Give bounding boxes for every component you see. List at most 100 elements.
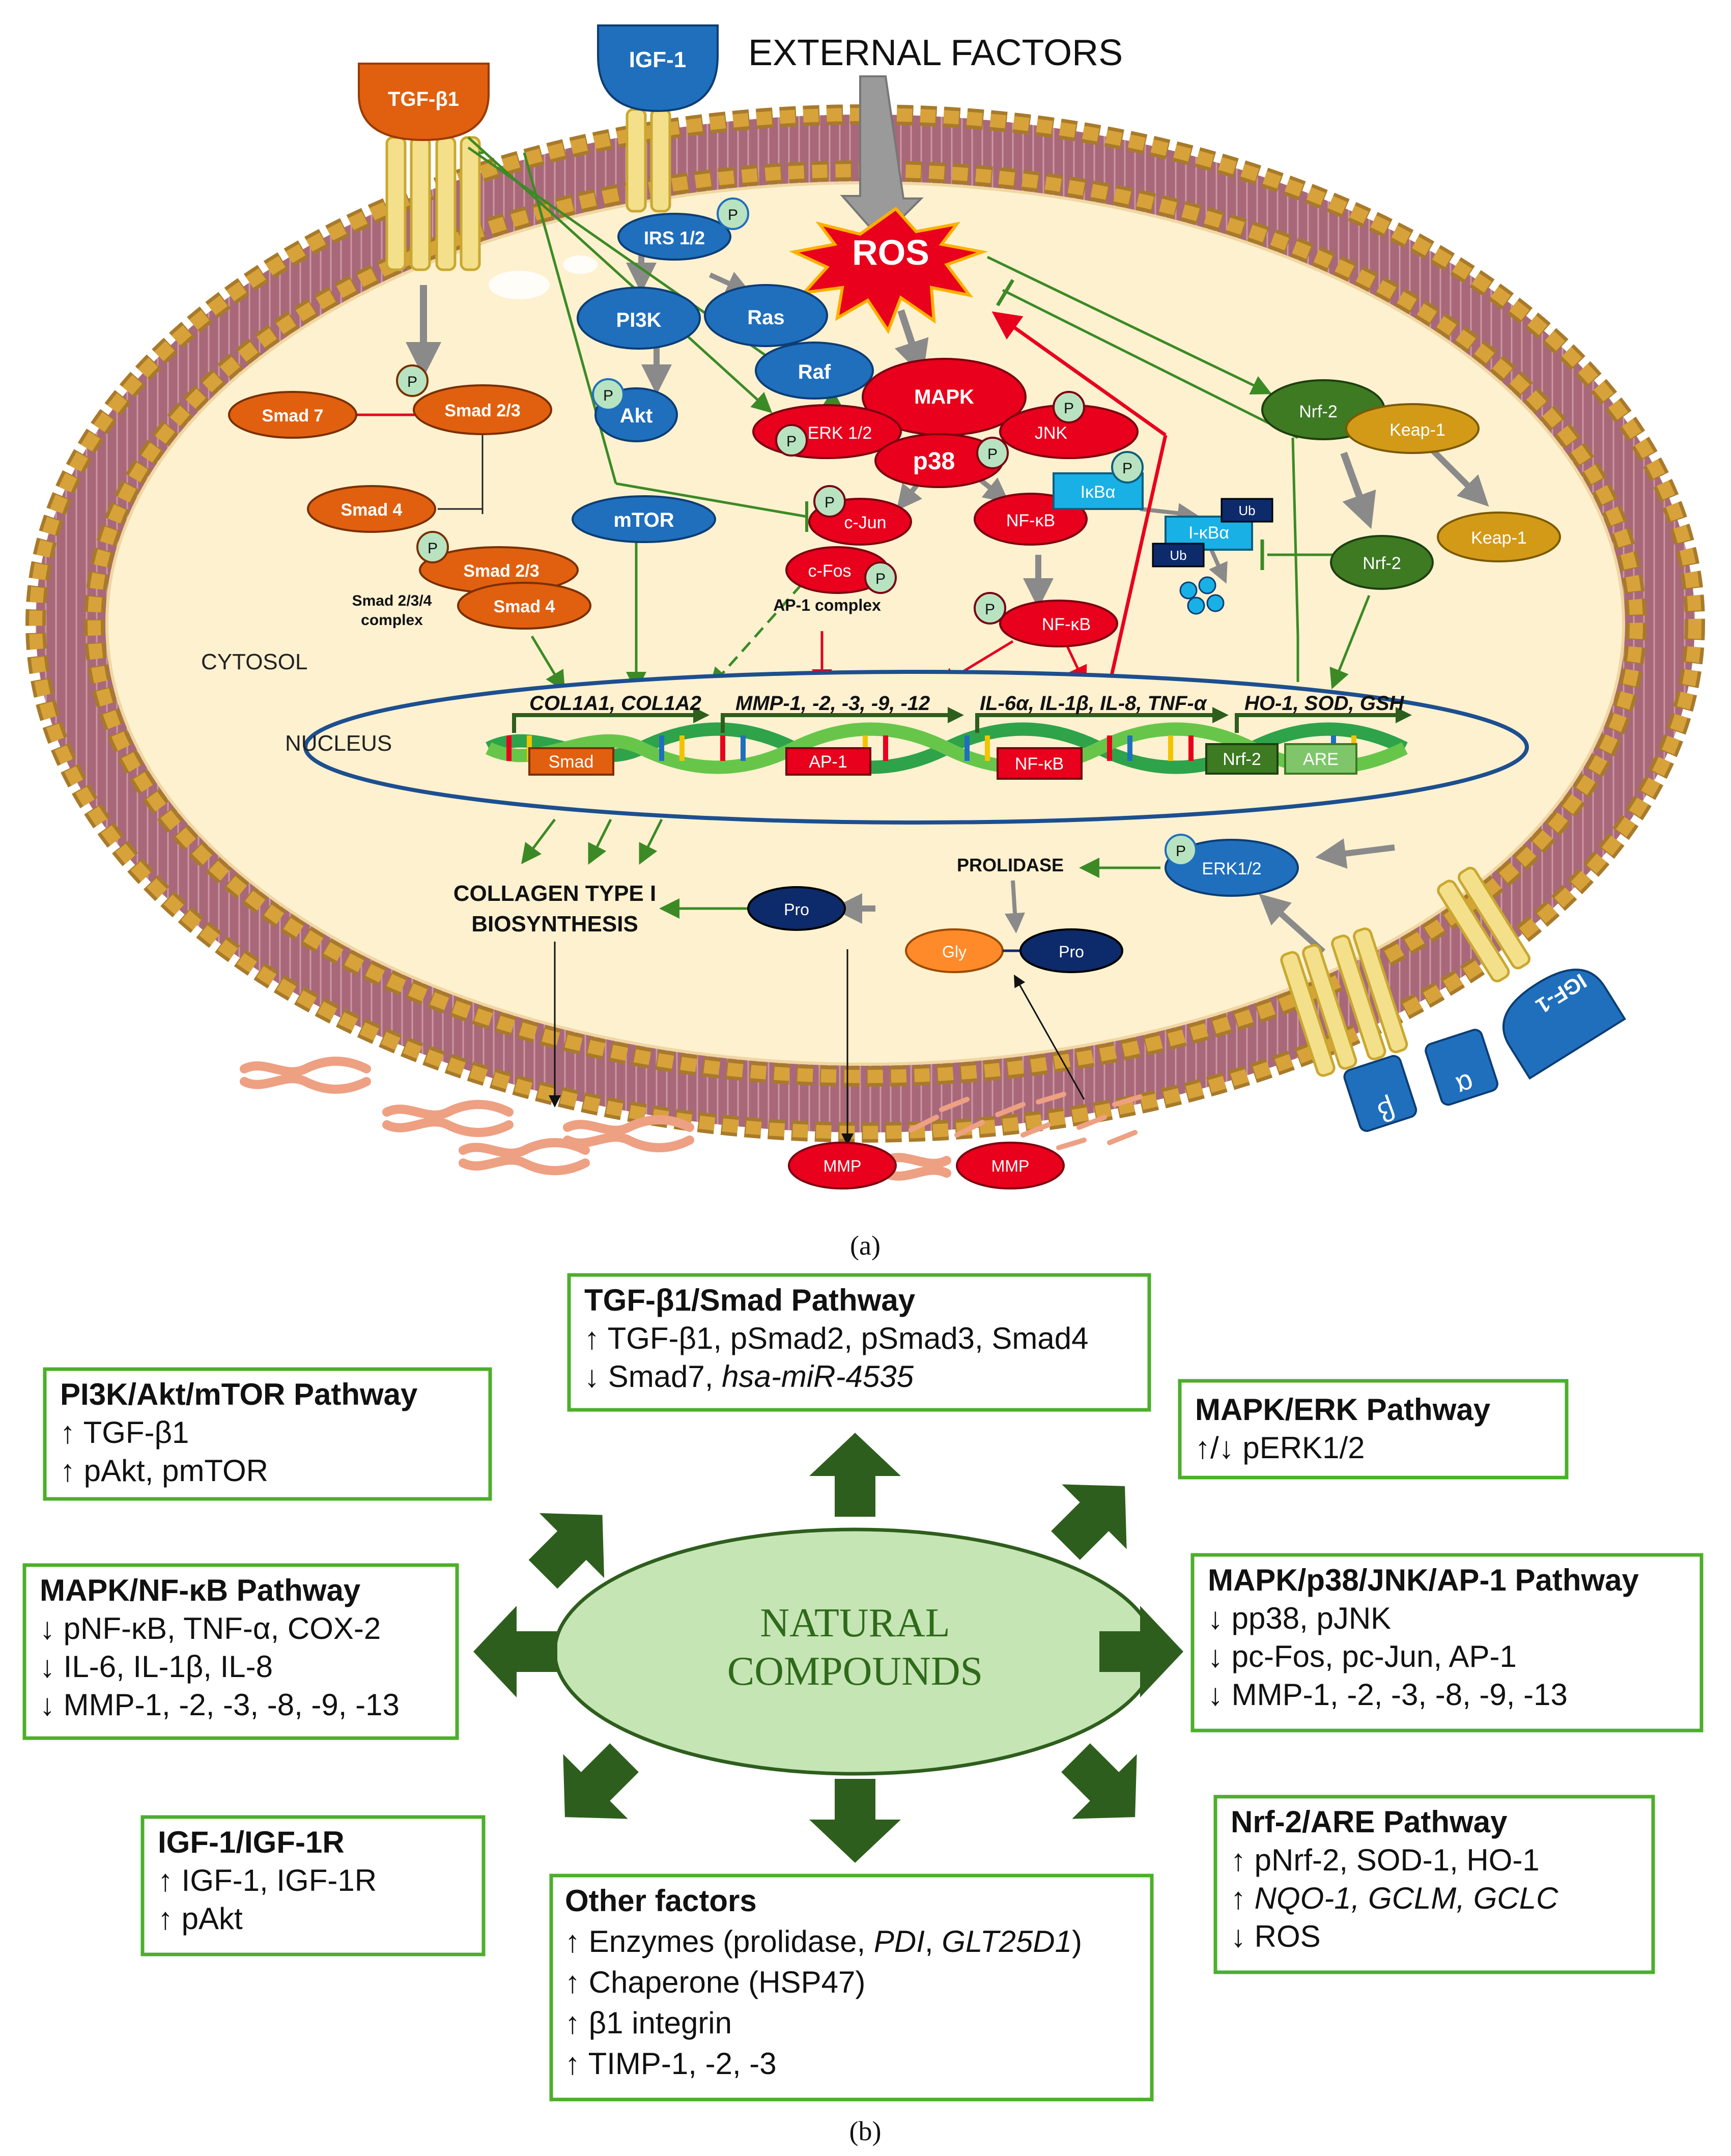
tf-box-nrf2 bbox=[1205, 743, 1279, 775]
cytosol-label: CYTOSOL bbox=[201, 649, 307, 674]
svg-text:P: P bbox=[825, 494, 835, 511]
tf-box-smad bbox=[528, 747, 614, 776]
node-ras-label: Ras bbox=[747, 306, 784, 329]
node-pro-2 bbox=[1019, 928, 1123, 973]
box-other-l4: ↑ TIMP-1, -2, -3 bbox=[565, 2047, 777, 2081]
node-jnk-label: JNK bbox=[1035, 423, 1068, 443]
box-nfkb bbox=[22, 1563, 459, 1740]
node-pro-1-label: Pro bbox=[784, 900, 809, 919]
node-nrf2-2 bbox=[1330, 535, 1434, 590]
collagen-label-2: BIOSYNTHESIS bbox=[471, 912, 638, 937]
smad4b-label: Smad 4 bbox=[494, 597, 555, 616]
tf-box-nfkb bbox=[997, 747, 1083, 780]
ub-box-1 bbox=[1221, 498, 1273, 523]
center-label-1: NATURAL bbox=[760, 1601, 950, 1646]
collagen-label-1: COLLAGEN TYPE I bbox=[453, 881, 656, 906]
svg-text:P: P bbox=[875, 571, 886, 587]
node-nfkb1-label: NF-κB bbox=[1006, 511, 1055, 530]
ros-star bbox=[789, 206, 988, 334]
box-other-l3: ↑ β1 integrin bbox=[565, 2006, 732, 2040]
box-erk-title: MAPK/ERK Pathway bbox=[1195, 1393, 1491, 1427]
prolidase-label: PROLIDASE bbox=[957, 855, 1064, 875]
box-other-l2: ↑ Chaperone (HSP47) bbox=[565, 1965, 865, 1999]
tgf-ligand-label: TGF-β1 bbox=[388, 88, 459, 110]
svg-text:P: P bbox=[1122, 460, 1132, 477]
node-keap1-1 bbox=[1345, 403, 1480, 454]
mmp-ext-2 bbox=[956, 1142, 1065, 1189]
igf-ligand-right bbox=[1502, 969, 1626, 1080]
gene-il: IL-6α, IL-1β, IL-8, TNF-α bbox=[980, 692, 1208, 715]
node-pro-2-label: Pro bbox=[1059, 943, 1084, 961]
ros-label: ROS bbox=[852, 233, 929, 272]
tgf-ligand bbox=[358, 63, 490, 141]
ikba2-label: I-κBα bbox=[1188, 523, 1229, 543]
mmp-ext-2-label: MMP bbox=[991, 1157, 1030, 1175]
box-p38-l1: ↓ pp38, pJNK bbox=[1208, 1601, 1391, 1635]
external-factors-label: EXTERNAL FACTORS bbox=[748, 33, 1123, 73]
igf-receptor-right bbox=[1437, 867, 1531, 983]
node-nfkb2-label: NF-κB bbox=[1042, 615, 1091, 634]
mmp-ext-1-label: MMP bbox=[824, 1157, 862, 1175]
arrow-right bbox=[1099, 1606, 1183, 1697]
node-nrf2-1-label: Nrf-2 bbox=[1299, 402, 1338, 421]
box-other-l1: ↑ Enzymes (prolidase, PDI, GLT25D1) bbox=[565, 1924, 1082, 1959]
box-igf bbox=[140, 1815, 486, 1956]
ikba-label: IκBα bbox=[1081, 483, 1116, 502]
node-nrf2-2-label: Nrf-2 bbox=[1363, 554, 1401, 573]
node-pi3k-label: PI3K bbox=[616, 309, 662, 331]
node-ras bbox=[704, 284, 828, 347]
box-p38-l3: ↓ MMP-1, -2, -3, -8, -9, -13 bbox=[1208, 1678, 1568, 1712]
smad4-label: Smad 4 bbox=[341, 500, 403, 520]
box-nrf-title: Nrf-2/ARE Pathway bbox=[1231, 1805, 1508, 1839]
blue-nodes bbox=[572, 213, 1299, 897]
box-erk-l1: ↑/↓ pERK1/2 bbox=[1195, 1431, 1365, 1465]
box-tgf-title: TGF-β1/Smad Pathway bbox=[584, 1283, 916, 1317]
node-raf-label: Raf bbox=[798, 361, 831, 383]
node-mtor bbox=[572, 495, 716, 543]
integrin-beta bbox=[1343, 1055, 1417, 1132]
ub-label-1: Ub bbox=[1238, 503, 1255, 518]
svg-text:P: P bbox=[987, 446, 998, 463]
collagen-fibrils bbox=[240, 1057, 1143, 1181]
arrow-down bbox=[809, 1779, 901, 1863]
node-p38-label: p38 bbox=[913, 448, 955, 475]
box-other bbox=[549, 1874, 1154, 2102]
tf-box-are-label: ARE bbox=[1303, 750, 1339, 769]
node-cfos-label: c-Fos bbox=[808, 561, 852, 581]
node-keap1-2 bbox=[1437, 512, 1561, 562]
tf-box-ap1-label: AP-1 bbox=[809, 752, 847, 772]
node-keap1-2-label: Keap-1 bbox=[1471, 528, 1527, 548]
tf-box-nrf2-label: Nrf-2 bbox=[1223, 750, 1261, 769]
igf-receptor-top bbox=[626, 108, 671, 213]
box-p38-l2: ↓ pc-Fos, pc-Jun, AP-1 bbox=[1208, 1639, 1517, 1673]
smad-complex-label-1: Smad 2/3/4 bbox=[352, 592, 432, 609]
box-nfkb-l3: ↓ MMP-1, -2, -3, -8, -9, -13 bbox=[40, 1688, 400, 1722]
gene-mmp: MMP-1, -2, -3, -9, -12 bbox=[735, 692, 930, 715]
node-erk12b-label: ERK1/2 bbox=[1202, 859, 1261, 878]
svg-text:P: P bbox=[603, 387, 613, 404]
box-pi3k-l1: ↑ TGF-β1 bbox=[60, 1415, 189, 1450]
box-nfkb-l2: ↓ IL-6, IL-1β, IL-8 bbox=[40, 1650, 273, 1684]
node-mapk-label: MAPK bbox=[914, 386, 974, 408]
center-label-2: COMPOUNDS bbox=[727, 1649, 983, 1694]
node-erk12-label: ERK 1/2 bbox=[808, 423, 872, 443]
svg-text:P: P bbox=[407, 374, 417, 390]
box-p38 bbox=[1190, 1553, 1704, 1733]
ap1-complex-label: AP-1 complex bbox=[773, 596, 881, 614]
arrow-up bbox=[809, 1433, 901, 1517]
smad-nodes bbox=[228, 384, 591, 630]
node-irs bbox=[617, 213, 731, 261]
block-arrows bbox=[473, 1433, 1183, 1863]
node-akt-label: Akt bbox=[620, 405, 652, 427]
tf-box-nfkb-label: NF-κB bbox=[1015, 754, 1064, 774]
integrin bbox=[1280, 927, 1408, 1077]
smad7-label: Smad 7 bbox=[262, 406, 324, 425]
box-tgf bbox=[567, 1273, 1151, 1412]
node-raf bbox=[755, 342, 874, 400]
mmp-ext-1 bbox=[788, 1142, 897, 1189]
box-nrf-l3: ↓ ROS bbox=[1231, 1919, 1321, 1953]
svg-text:P: P bbox=[786, 433, 797, 450]
box-nfkb-title: MAPK/NF-κB Pathway bbox=[40, 1573, 361, 1607]
node-cjun-label: c-Jun bbox=[844, 513, 886, 532]
